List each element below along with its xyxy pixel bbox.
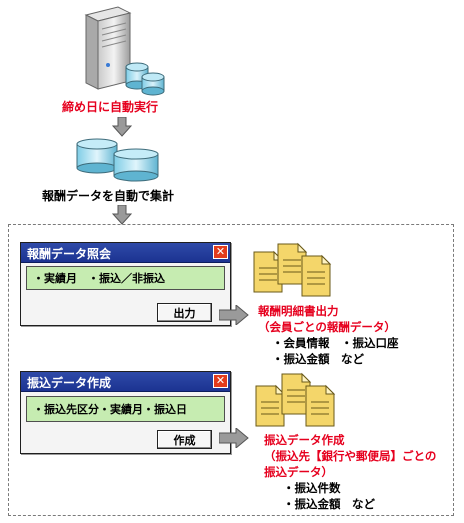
server-icon bbox=[84, 6, 165, 96]
database-icon bbox=[76, 138, 159, 182]
output-title-line: 振込データ作成 bbox=[264, 433, 345, 447]
output-item: ・振込件数 bbox=[283, 481, 341, 495]
documents-illustration bbox=[252, 242, 340, 298]
process-region bbox=[8, 224, 454, 516]
output-button[interactable]: 出力 bbox=[157, 303, 212, 322]
dialog-titlebar: 振込データ作成 ✕ bbox=[21, 372, 230, 392]
documents-illustration bbox=[254, 372, 342, 428]
close-button[interactable]: ✕ bbox=[213, 374, 228, 388]
server-illustration bbox=[82, 5, 172, 97]
output-title-line: 振込データ） bbox=[264, 465, 333, 479]
dialog-titlebar: 報酬データ照会 ✕ bbox=[21, 243, 230, 263]
output-item: ・振込金額 など bbox=[272, 352, 364, 366]
criteria-field[interactable]: ・実績月 ・振込／非振込 bbox=[26, 266, 225, 290]
output-items: ・振込件数 ・振込金額 など bbox=[283, 480, 375, 512]
aggregate-caption: 報酬データを自動で集計 bbox=[42, 189, 175, 203]
documents-icon bbox=[253, 242, 332, 297]
down-arrow-icon bbox=[111, 116, 133, 141]
output-title: 報酬明細書出力 （会員ごとの報酬データ） bbox=[258, 303, 396, 335]
output-title-line: （振込先【銀行や郵便局】ごとの bbox=[264, 449, 437, 463]
output-title-line: （会員ごとの報酬データ） bbox=[258, 320, 396, 334]
output-title-line: 報酬明細書出力 bbox=[258, 304, 339, 318]
dialog-title: 報酬データ照会 bbox=[27, 247, 112, 261]
server-caption: 締め日に自動実行 bbox=[62, 100, 159, 114]
create-button[interactable]: 作成 bbox=[157, 430, 212, 449]
database-illustration bbox=[74, 138, 164, 184]
output-items: ・会員情報 ・振込口座 ・振込金額 など bbox=[272, 335, 399, 367]
transfer-data-dialog: 振込データ作成 ✕ ・振込先区分・実績月・振込日 作成 bbox=[20, 371, 231, 454]
close-button[interactable]: ✕ bbox=[213, 245, 228, 259]
criteria-field[interactable]: ・振込先区分・実績月・振込日 bbox=[26, 396, 225, 422]
right-arrow-icon bbox=[218, 303, 249, 329]
documents-icon bbox=[255, 372, 336, 427]
right-arrow-icon bbox=[218, 426, 249, 452]
output-title: 振込データ作成 （振込先【銀行や郵便局】ごとの 振込データ） bbox=[264, 432, 436, 480]
down-arrow-icon bbox=[111, 204, 133, 229]
dialog-title: 振込データ作成 bbox=[27, 376, 112, 390]
output-item: ・振込金額 など bbox=[283, 497, 375, 511]
report-inquiry-dialog: 報酬データ照会 ✕ ・実績月 ・振込／非振込 出力 bbox=[20, 242, 231, 326]
output-item: ・会員情報 ・振込口座 bbox=[272, 336, 399, 350]
